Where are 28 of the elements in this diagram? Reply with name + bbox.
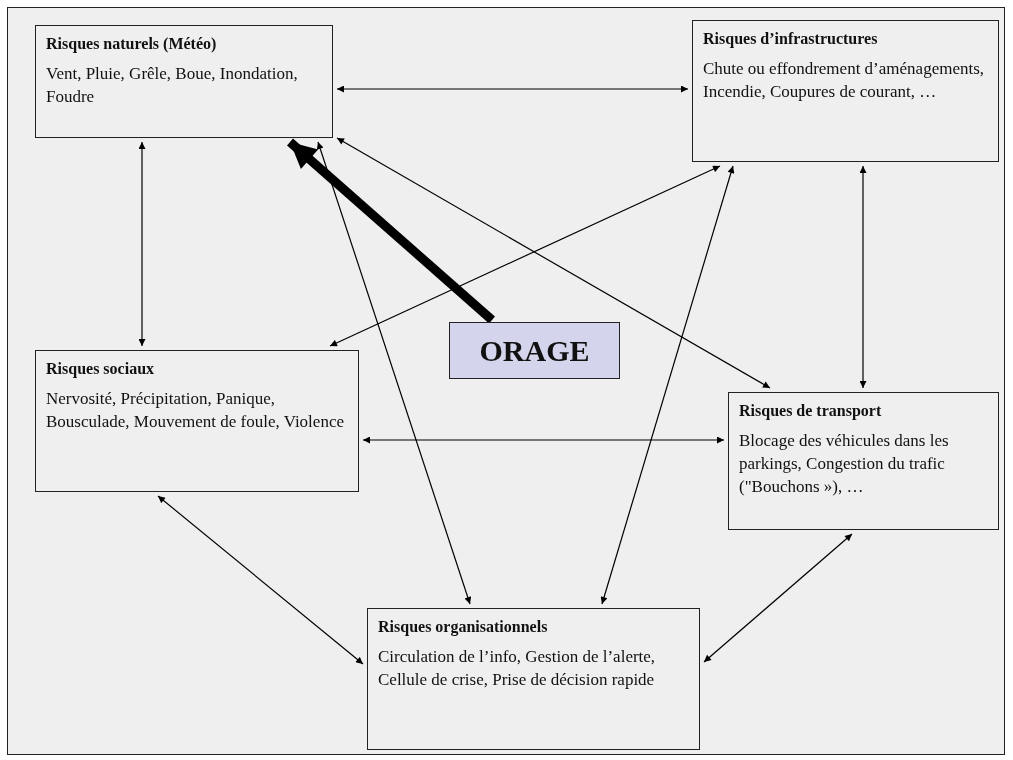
arrow [329, 165, 721, 347]
box-description: Nervosité, Précipitation, Panique, Bousculade, Mouvement de foule, Violence [46, 388, 345, 433]
arrow [287, 138, 495, 324]
box-heading: Risques de transport [739, 401, 883, 421]
box-heading: Risques sociaux [46, 359, 156, 379]
hazard-box [449, 322, 620, 379]
box-description: Chute ou effondrement d’aménagements, Incendie, Coupures de courant, … [703, 58, 986, 103]
box-heading: Risques naturels (Météo) [46, 34, 218, 54]
arrow [362, 436, 725, 444]
box-description: Vent, Pluie, Grêle, Boue, Inondation, Foudre [46, 63, 299, 108]
risk-box [692, 20, 999, 162]
box-description: Blocage des véhicules dans les parkings, Congestion du trafic ("Bouchons »), … [739, 430, 950, 498]
arrow [138, 141, 146, 347]
arrow [600, 165, 735, 605]
arrow [336, 137, 771, 389]
arrow [859, 165, 867, 389]
arrow [703, 533, 853, 663]
risk-box [367, 608, 700, 750]
box-heading: Risques organisationnels [378, 617, 549, 637]
box-heading: ORAGE [479, 333, 590, 368]
risk-box [35, 350, 359, 492]
risk-box [728, 392, 999, 530]
arrow [316, 141, 472, 605]
box-description: Circulation de l’info, Gestion de l’alerte, Cellule de crise, Prise de décision rapide [378, 646, 657, 691]
risk-box [35, 25, 333, 138]
box-heading: Risques d’infrastructures [703, 29, 879, 49]
arrow [336, 85, 689, 93]
arrow [157, 495, 364, 665]
